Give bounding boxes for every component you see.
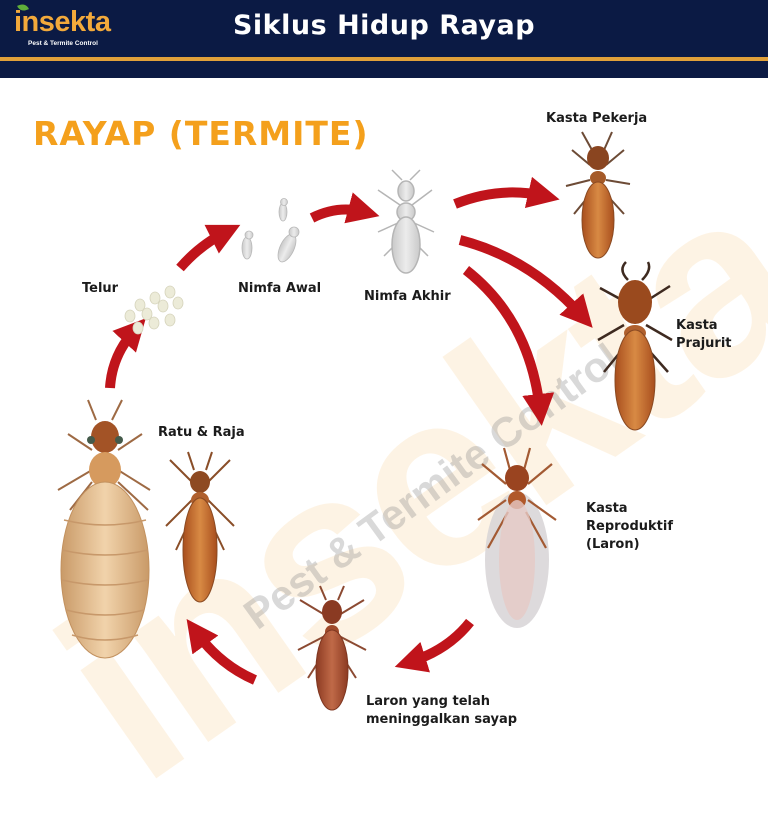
late-nymph-illustration	[377, 169, 435, 274]
arrow-queen-to-eggs	[105, 318, 146, 389]
arrow-to-reproductive	[462, 266, 555, 426]
page-title: Siklus Hidup Rayap	[232, 10, 536, 41]
cycle-arrows	[105, 176, 593, 685]
header-bar: insekta Pest & Termite Control Siklus Hi…	[0, 0, 768, 78]
stage-label-nimfa-awal: Nimfa Awal	[238, 281, 322, 296]
arrow-to-worker	[453, 176, 560, 209]
dealate-illustration	[297, 585, 367, 711]
arrow-to-queen	[186, 619, 258, 685]
arrow-to-dealate	[394, 618, 474, 673]
stage-label-kasta-reproduktif: Kasta Reproduktif (Laron)	[586, 501, 674, 552]
arrow-eggs-to-early-nymph	[176, 224, 241, 272]
queen-illustration	[57, 399, 151, 659]
stage-label-telur: Telur	[82, 281, 119, 296]
life-cycle-diagram	[57, 131, 673, 711]
stage-label-laron-tanpa-sayap: Laron yang telah meninggalkan sayap	[366, 694, 518, 727]
eggs-illustration	[124, 285, 184, 335]
soldier-caste-illustration	[597, 261, 673, 431]
logo-subtitle: Pest & Termite Control	[28, 40, 98, 47]
arrow-to-soldier	[458, 235, 593, 328]
reproductive-caste-illustration	[477, 447, 557, 628]
stage-label-ratu-raja: Ratu & Raja	[158, 425, 245, 440]
stage-label-kasta-prajurit: Kasta Prajurit	[676, 318, 732, 351]
logo-text: insekta	[14, 6, 111, 38]
brand-logo: insekta Pest & Termite Control	[14, 2, 124, 50]
stage-label-nimfa-akhir: Nimfa Akhir	[364, 289, 451, 304]
diagram-heading: RAYAP (TERMITE)	[33, 114, 369, 153]
header-stripe	[0, 57, 768, 61]
arrow-early-to-late-nymph	[309, 192, 380, 224]
stage-label-kasta-pekerja: Kasta Pekerja	[546, 111, 648, 126]
king-illustration	[165, 451, 235, 603]
worker-caste-illustration	[565, 131, 631, 259]
early-nymph-illustration	[241, 198, 300, 263]
